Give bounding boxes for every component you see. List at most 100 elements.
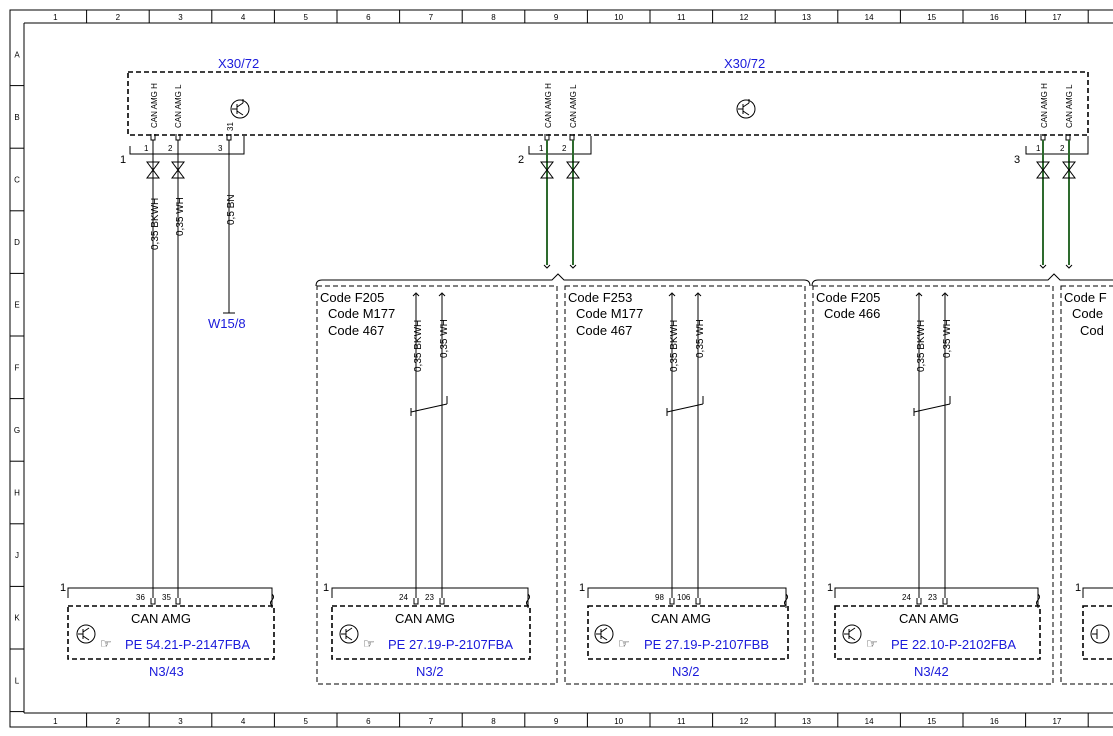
transistor-symbol-icon xyxy=(1090,624,1110,644)
ruler-column-label: 1 xyxy=(53,13,58,22)
svg-text:2: 2 xyxy=(518,154,524,166)
pin-label-can-h: CAN AMG H xyxy=(1040,83,1049,128)
ruler-column-label: 10 xyxy=(614,13,623,22)
svg-text:23: 23 xyxy=(425,593,434,602)
pin-label-can-l: CAN AMG L xyxy=(1065,84,1074,128)
ruler-column-label: 11 xyxy=(677,717,686,726)
module-id: N3/42 xyxy=(914,664,949,679)
pin-label-can-l: CAN AMG L xyxy=(174,84,183,128)
svg-text:3: 3 xyxy=(218,144,223,153)
svg-text:36: 36 xyxy=(136,593,145,602)
ruler-row-label: E xyxy=(14,301,19,310)
wire-pair-group-2 xyxy=(540,140,580,269)
ruler-row-label: H xyxy=(14,489,20,498)
pointing-hand-icon: ☞ xyxy=(866,636,878,651)
ruler-column-label: 13 xyxy=(802,13,811,22)
wire-label-wh: 0,35 WH xyxy=(942,319,953,358)
ruler-column-label: 6 xyxy=(366,13,371,22)
module-n3-43: 1 36 35 CAN AMG ☞ PE 54.21-P-2147FBA N3/… xyxy=(60,582,275,679)
ruler-column-label: 7 xyxy=(429,13,434,22)
wire-pair-variant-2 xyxy=(666,292,704,598)
ruler-column-label: 3 xyxy=(178,13,183,22)
svg-text:1: 1 xyxy=(827,582,833,594)
wire-label-wh: 0,35 WH xyxy=(439,319,450,358)
module-n3-42: 1 24 23 CAN AMG ☞ PE 22.10-P-2102FBA N3/… xyxy=(827,582,1041,679)
connector-label-left: X30/72 xyxy=(218,56,259,71)
svg-text:23: 23 xyxy=(928,593,937,602)
transistor-symbol-icon xyxy=(339,624,359,644)
svg-text:2: 2 xyxy=(168,144,173,153)
module-id: N3/43 xyxy=(149,664,184,679)
svg-text:CAN AMG: CAN AMG xyxy=(395,611,455,626)
transistor-symbol-icon xyxy=(842,624,862,644)
wire-label-bkwh: 0,35 BKWH xyxy=(413,320,424,372)
ruler-column-label: 16 xyxy=(990,717,999,726)
module-partial-right: 1 xyxy=(1075,582,1113,660)
svg-text:Cod: Cod xyxy=(1080,323,1104,338)
ruler-column-label: 11 xyxy=(677,13,686,22)
transistor-symbol-icon xyxy=(230,99,250,119)
ruler-column-label: 2 xyxy=(116,717,121,726)
pin-group-1-bracket: 1 1 2 3 xyxy=(120,136,245,166)
code-variant-box-2 xyxy=(564,285,806,685)
svg-text:1: 1 xyxy=(120,154,126,166)
ruler-column-label: 9 xyxy=(554,717,559,726)
code-variant-box-1 xyxy=(316,285,558,685)
pointing-hand-icon: ☞ xyxy=(363,636,375,651)
code-list-3: Code F205 Code 466 xyxy=(816,290,880,321)
svg-text:1: 1 xyxy=(539,144,544,153)
svg-text:1: 1 xyxy=(60,582,66,594)
pin-label-can-h: CAN AMG H xyxy=(544,83,553,128)
ruler-column-label: 5 xyxy=(303,13,308,22)
pin-group-2-bracket: 2 1 2 xyxy=(518,136,592,166)
wire-label-bkwh: 0,35 BKWH xyxy=(669,320,680,372)
svg-text:24: 24 xyxy=(902,593,911,602)
wire-label-bkwh: 0,35 BKWH xyxy=(150,198,161,250)
svg-text:Code F: Code F xyxy=(1064,290,1107,305)
ruler-row-label: C xyxy=(14,176,20,185)
ground-reference-link[interactable]: W15/8 xyxy=(208,316,246,331)
wire-pair-variant-3 xyxy=(913,292,951,598)
variant-brace-group-3 xyxy=(811,273,1113,287)
svg-text:106: 106 xyxy=(677,593,691,602)
svg-text:CAN AMG: CAN AMG xyxy=(899,611,959,626)
ruler-column-label: 16 xyxy=(990,13,999,22)
svg-text:2: 2 xyxy=(1060,144,1065,153)
pin-label-can-h: CAN AMG H xyxy=(150,83,159,128)
ruler-row-label: G xyxy=(14,426,20,435)
ruler-column-label: 9 xyxy=(554,13,559,22)
module-reference-link[interactable]: PE 27.19-P-2107FBA xyxy=(388,637,513,652)
ruler-row-label: L xyxy=(15,676,20,685)
ruler-row-label: K xyxy=(14,614,20,623)
svg-text:98: 98 xyxy=(655,593,664,602)
svg-text:Code F253: Code F253 xyxy=(568,290,632,305)
pointing-hand-icon: ☞ xyxy=(100,636,112,651)
ruler-row-label: D xyxy=(14,238,20,247)
wire-pair-group-1 xyxy=(146,140,235,598)
connector-x30-72-box xyxy=(127,71,1089,136)
svg-text:CAN AMG: CAN AMG xyxy=(651,611,711,626)
wire-pair-variant-1 xyxy=(410,292,448,598)
module-id: N3/2 xyxy=(416,664,443,679)
transistor-symbol-icon xyxy=(736,99,756,119)
svg-text:Code 467: Code 467 xyxy=(328,323,384,338)
ruler-column-label: 8 xyxy=(491,13,496,22)
module-reference-link[interactable]: PE 54.21-P-2147FBA xyxy=(125,637,250,652)
module-reference-link[interactable]: PE 27.19-P-2107FBB xyxy=(644,637,769,652)
ruler-column-label: 7 xyxy=(429,717,434,726)
wire-label-ground: 0,5 BN xyxy=(226,194,237,225)
ruler-column-label: 4 xyxy=(241,13,246,22)
wire-label-wh: 0,35 WH xyxy=(175,197,186,236)
ruler-row-label: F xyxy=(15,363,20,372)
wire-label-wh: 0,35 WH xyxy=(695,319,706,358)
drawing-frame xyxy=(9,9,1113,728)
wire-pair-group-3 xyxy=(1036,140,1076,269)
ruler-column-label: 5 xyxy=(303,717,308,726)
ruler-row-label: J xyxy=(15,551,19,560)
ruler-column-label: 12 xyxy=(739,717,748,726)
ruler-column-label: 14 xyxy=(865,717,874,726)
module-reference-link[interactable]: PE 22.10-P-2102FBA xyxy=(891,637,1016,652)
